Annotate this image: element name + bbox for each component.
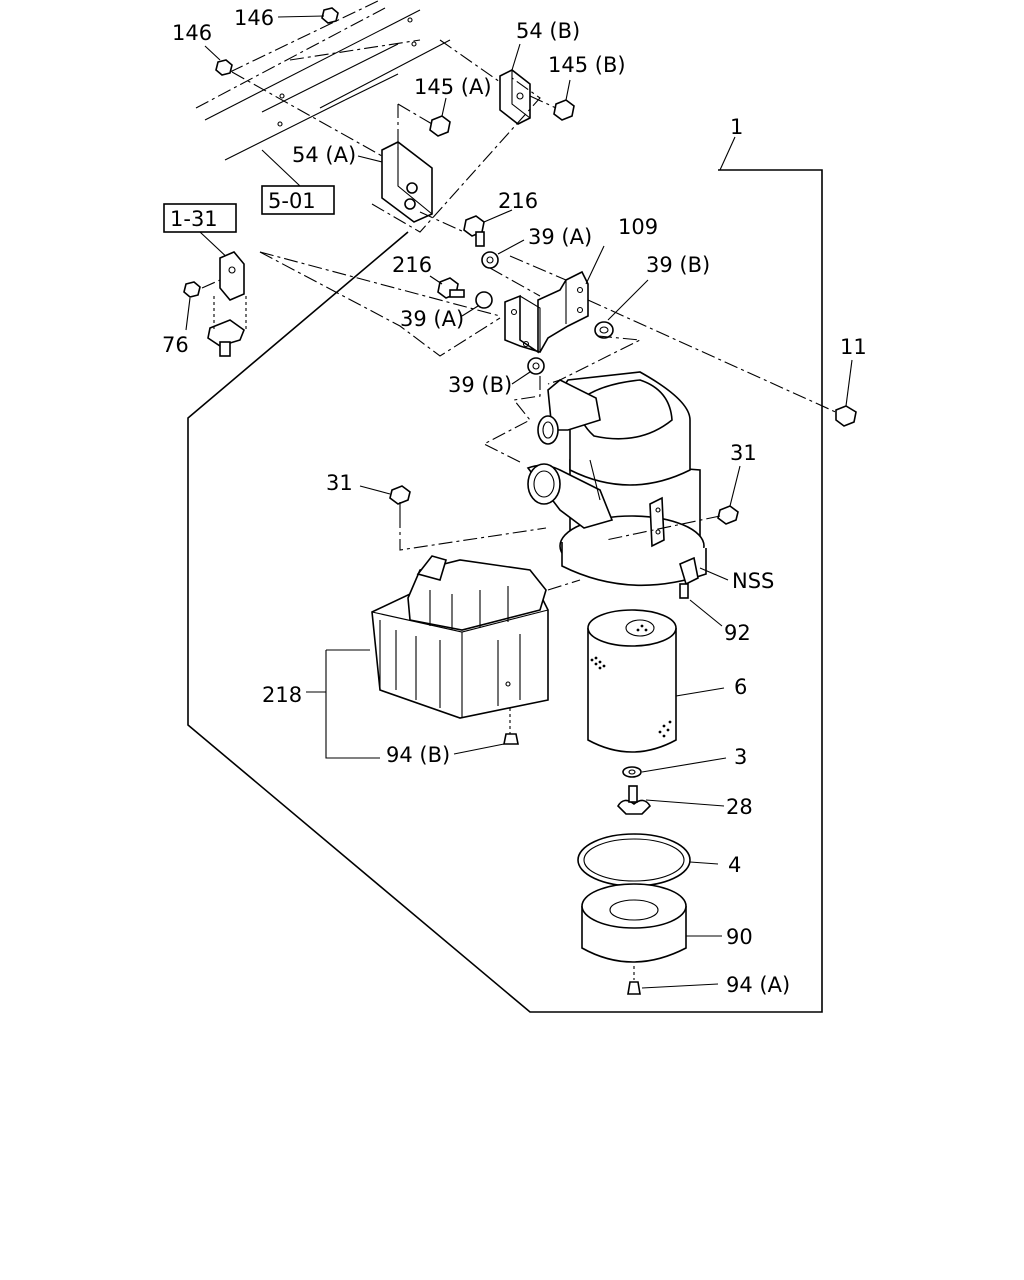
bracket-54b (499, 69, 531, 125)
label-39a-upper: 39 (A) (528, 225, 592, 249)
label-6: 6 (734, 675, 747, 699)
label-39b-right: 39 (B) (646, 253, 710, 277)
wing-nut-28 (616, 785, 652, 815)
rubber-39a-upper (481, 251, 499, 269)
bracket-54a (381, 141, 433, 223)
clamp-92 (679, 556, 699, 599)
label-54a: 54 (A) (292, 143, 356, 167)
frame-rail (195, 0, 451, 187)
label-94a: 94 (A) (726, 973, 790, 997)
washer-3 (622, 766, 642, 778)
label-28: 28 (726, 795, 753, 819)
screw-31-right (717, 505, 739, 525)
bracket-1-31 (207, 251, 245, 357)
label-92: 92 (724, 621, 751, 645)
valve-94a (627, 981, 641, 995)
label-nss: NSS (732, 569, 774, 593)
rubber-39a-lower (475, 291, 493, 309)
label-146-left: 146 (172, 21, 212, 45)
label-11: 11 (840, 335, 867, 359)
label-76: 76 (162, 333, 189, 357)
nut-76 (183, 281, 201, 298)
nut-146-top (321, 7, 339, 24)
ref-label-5-01: 5-01 (268, 189, 316, 213)
ref-box-5-01[interactable]: 5-01 (261, 185, 335, 215)
label-54b: 54 (B) (516, 19, 580, 43)
ref-box-1-31[interactable]: 1-31 (163, 203, 237, 233)
precleaner-218 (371, 555, 549, 719)
bolt-11 (835, 405, 857, 427)
label-145a: 145 (A) (414, 75, 492, 99)
filter-element-6 (587, 609, 677, 753)
cover-90 (581, 883, 687, 963)
bolt-216-lower (437, 277, 465, 299)
gasket-4 (577, 833, 691, 887)
rubber-39b-lower (527, 357, 545, 375)
label-31-right: 31 (730, 441, 757, 465)
screw-31-left (389, 485, 411, 514)
label-94b: 94 (B) (386, 743, 450, 767)
bracket-109 (504, 270, 589, 354)
ref-label-1-31: 1-31 (170, 207, 218, 231)
air-cleaner-body (526, 371, 707, 587)
assembly-boundary (187, 169, 823, 1013)
label-4: 4 (728, 853, 741, 877)
nut-146-left (215, 59, 233, 76)
label-146-top: 146 (234, 6, 274, 30)
rubber-39b-right (594, 321, 614, 339)
label-1: 1 (730, 115, 743, 139)
label-216-lower: 216 (392, 253, 432, 277)
bolt-216-upper (463, 215, 485, 247)
valve-94b (503, 733, 519, 745)
label-39a-lower: 39 (A) (400, 307, 464, 331)
bolt-145b (553, 99, 575, 121)
label-145b: 145 (B) (548, 53, 626, 77)
label-31-left: 31 (326, 471, 353, 495)
label-218: 218 (262, 683, 302, 707)
label-109: 109 (618, 215, 658, 239)
label-216-upper: 216 (498, 189, 538, 213)
label-39b-lower: 39 (B) (448, 373, 512, 397)
label-90: 90 (726, 925, 753, 949)
bolt-145a (429, 115, 451, 137)
label-3: 3 (734, 745, 747, 769)
